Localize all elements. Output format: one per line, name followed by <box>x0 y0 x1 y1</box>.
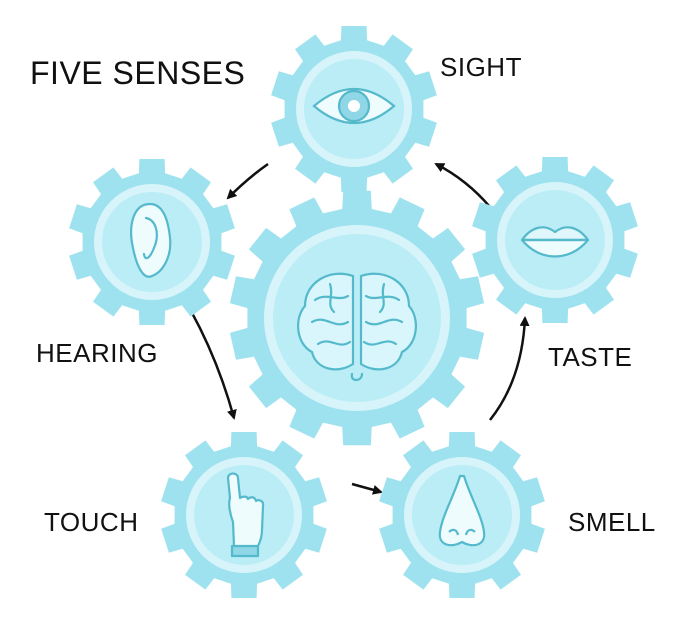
brain-icon <box>297 272 417 382</box>
arrow-taste-to-sight <box>434 162 491 208</box>
pointing-hand-icon <box>226 472 265 558</box>
arrow-hearing-to-touch <box>189 310 237 420</box>
label-taste: TASTE <box>548 342 633 372</box>
diagram-title: FIVE SENSES <box>30 55 246 91</box>
label-sight: SIGHT <box>440 52 522 82</box>
lips-icon <box>520 226 590 258</box>
arrow-touch-to-smell <box>351 482 383 495</box>
flow-arrows <box>189 162 530 495</box>
label-touch: TOUCH <box>44 507 139 537</box>
gear-center <box>229 190 485 446</box>
label-smell: SMELL <box>568 507 656 537</box>
arrow-smell-to-taste <box>489 316 530 421</box>
label-hearing: HEARING <box>36 338 158 368</box>
nose-icon <box>438 474 486 547</box>
ear-icon <box>130 202 172 278</box>
eye-icon <box>312 87 396 125</box>
arrow-sight-to-hearing <box>226 162 269 200</box>
